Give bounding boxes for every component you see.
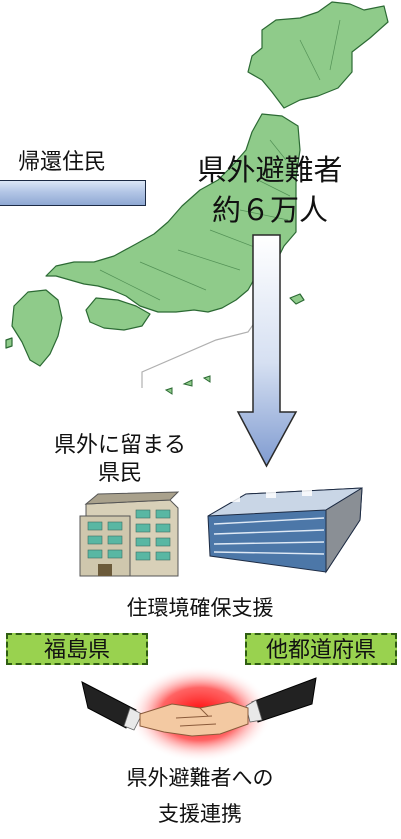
housing-complex-icon	[207, 487, 363, 574]
down-arrow-icon	[236, 234, 298, 468]
evacuees-count: 約６万人	[211, 193, 328, 227]
fukushima-box: 福島県	[6, 633, 148, 665]
handshake-icon	[81, 666, 317, 762]
japan-map-icon	[5, 1, 389, 395]
evacuees-title: 県外避難者	[197, 153, 343, 187]
returning-residents-label: 帰還住民	[18, 150, 107, 175]
housing-support-label: 住環境確保支援	[126, 596, 274, 620]
staying-residents-label-2: 県民	[97, 461, 142, 486]
returning-residents-bar	[0, 180, 146, 206]
apartment-building-icon	[79, 491, 180, 577]
support-cooperation-label-1: 県外避難者への	[126, 766, 274, 790]
staying-residents-label-1: 県外に留まる	[53, 433, 186, 458]
support-cooperation-label-2: 支援連携	[158, 802, 242, 826]
other-prefectures-box: 他都道府県	[245, 633, 397, 665]
